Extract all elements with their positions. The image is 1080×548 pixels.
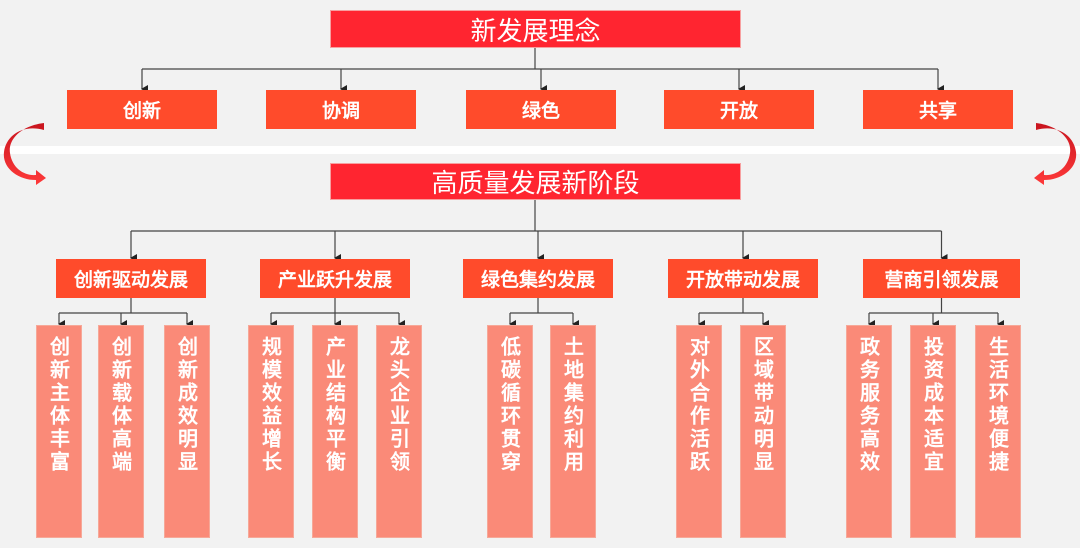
leaf-box: 创新主体丰富 [36,325,82,538]
leaf-box: 创新载体高端 [98,325,144,538]
group-box: 创新驱动发展 [56,259,206,298]
group-box: 绿色集约发展 [463,259,613,298]
group-box: 产业跃升发展 [260,259,410,298]
concept-box: 绿色 [466,90,616,129]
concept-box: 共享 [863,90,1013,129]
leaf-box: 对外合作活跃 [676,325,722,538]
leaf-box: 土地集约利用 [550,325,596,538]
curved-arrow-right-icon [1034,123,1077,185]
leaf-box: 区域带动明显 [740,325,786,538]
group-box: 开放带动发展 [668,259,818,298]
concept-box: 协调 [266,90,416,129]
leaf-box: 龙头企业引领 [376,325,422,538]
concept-box: 创新 [67,90,217,129]
divider-band [0,146,1080,154]
leaf-box: 生活环境便捷 [975,325,1021,538]
concept-box: 开放 [664,90,814,129]
leaf-box: 创新成效明显 [164,325,210,538]
stage-title-box: 高质量发展新阶段 [330,163,741,200]
leaf-box: 投资成本适宜 [910,325,956,538]
group-box: 营商引领发展 [863,259,1020,298]
curved-arrow-left-icon [3,123,46,185]
leaf-box: 规模效益增长 [248,325,294,538]
top-title-box: 新发展理念 [330,10,741,48]
leaf-box: 政务服务高效 [846,325,892,538]
leaf-box: 产业结构平衡 [312,325,358,538]
leaf-box: 低碳循环贯穿 [487,325,533,538]
